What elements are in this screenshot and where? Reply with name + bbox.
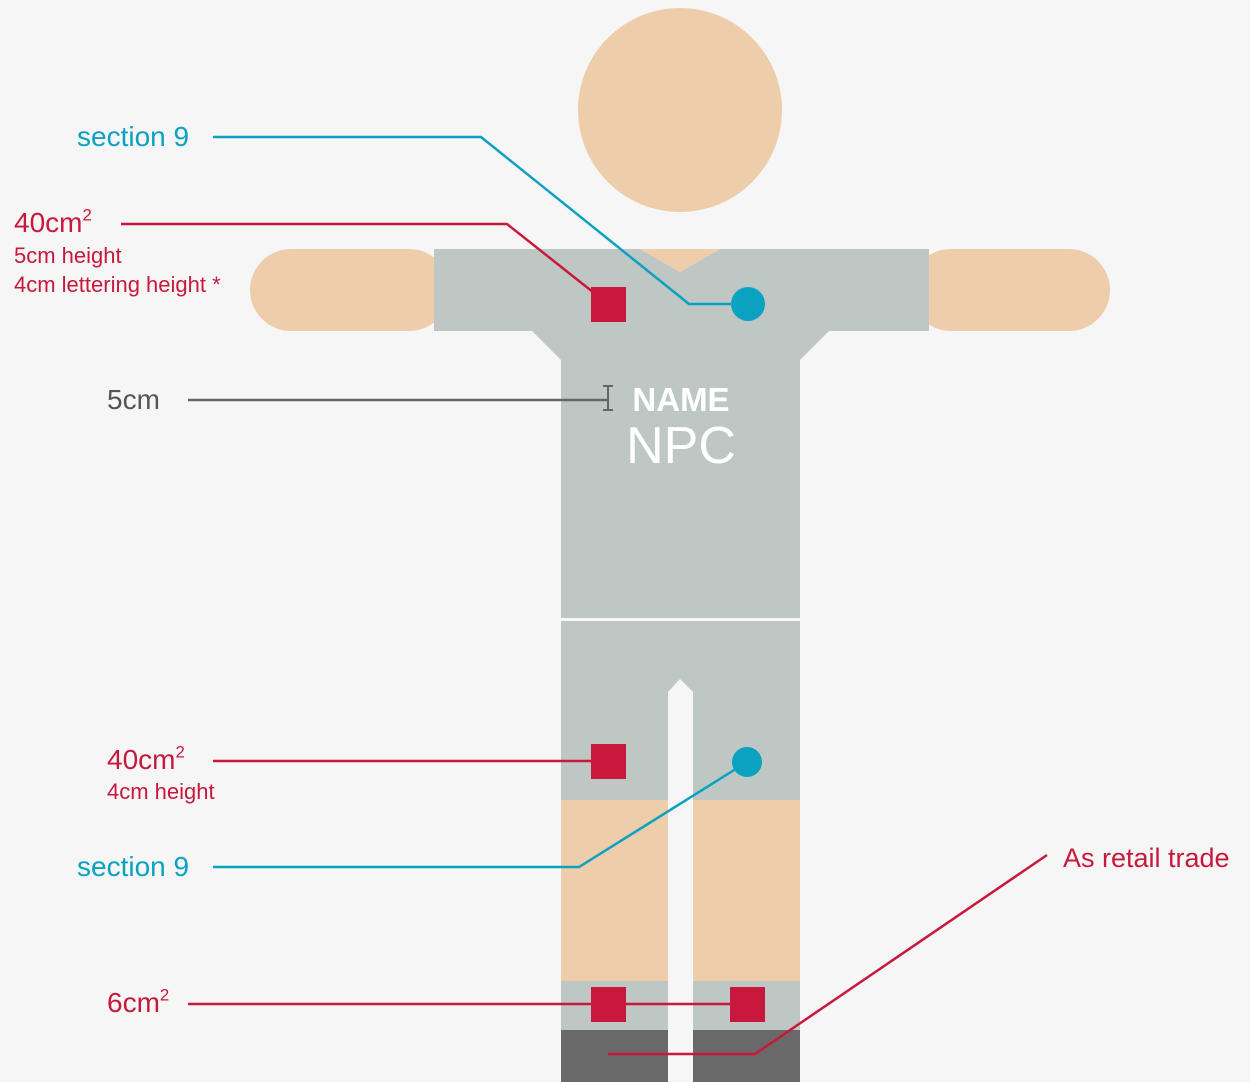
sock-logo-area: 6cm (107, 987, 160, 1018)
sock-logo-area-exponent: 2 (160, 985, 169, 1004)
section9-bottom-label: section 9 (77, 853, 189, 881)
section9-top-marker (731, 287, 765, 321)
chest-logo-marker (591, 287, 626, 322)
chest-logo-area-exponent: 2 (82, 205, 91, 224)
name-gap-label: 5cm (107, 386, 160, 414)
shorts-logo-area-exponent: 2 (175, 742, 184, 761)
shorts-logo-marker (591, 744, 626, 779)
section9-top-label: section 9 (77, 123, 189, 151)
right-shoe (693, 1030, 800, 1082)
shorts-logo-height: 4cm height (107, 781, 215, 803)
shoes-leader (608, 855, 1047, 1054)
chest-logo-height: 5cm height (14, 245, 122, 267)
sock-logo-label: 6cm2 (107, 989, 169, 1017)
right-leg (693, 800, 800, 981)
left-shoe (561, 1030, 668, 1082)
left-leg (561, 800, 668, 981)
shirt-name: NAME (626, 383, 736, 416)
left-arm (250, 249, 450, 331)
right-arm (910, 249, 1110, 331)
shoes-label: As retail trade (1063, 845, 1230, 872)
chest-logo-lettering: 4cm lettering height * (14, 274, 221, 296)
sock-logo-marker-left (591, 987, 626, 1022)
shirt-npc: NPC (616, 420, 746, 472)
shorts-logo-area: 40cm (107, 744, 175, 775)
head (578, 8, 782, 212)
chest-logo-label: 40cm2 (14, 209, 92, 237)
sock-logo-marker-right (730, 987, 765, 1022)
chest-logo-area: 40cm (14, 207, 82, 238)
shorts-logo-label: 40cm2 (107, 746, 185, 774)
